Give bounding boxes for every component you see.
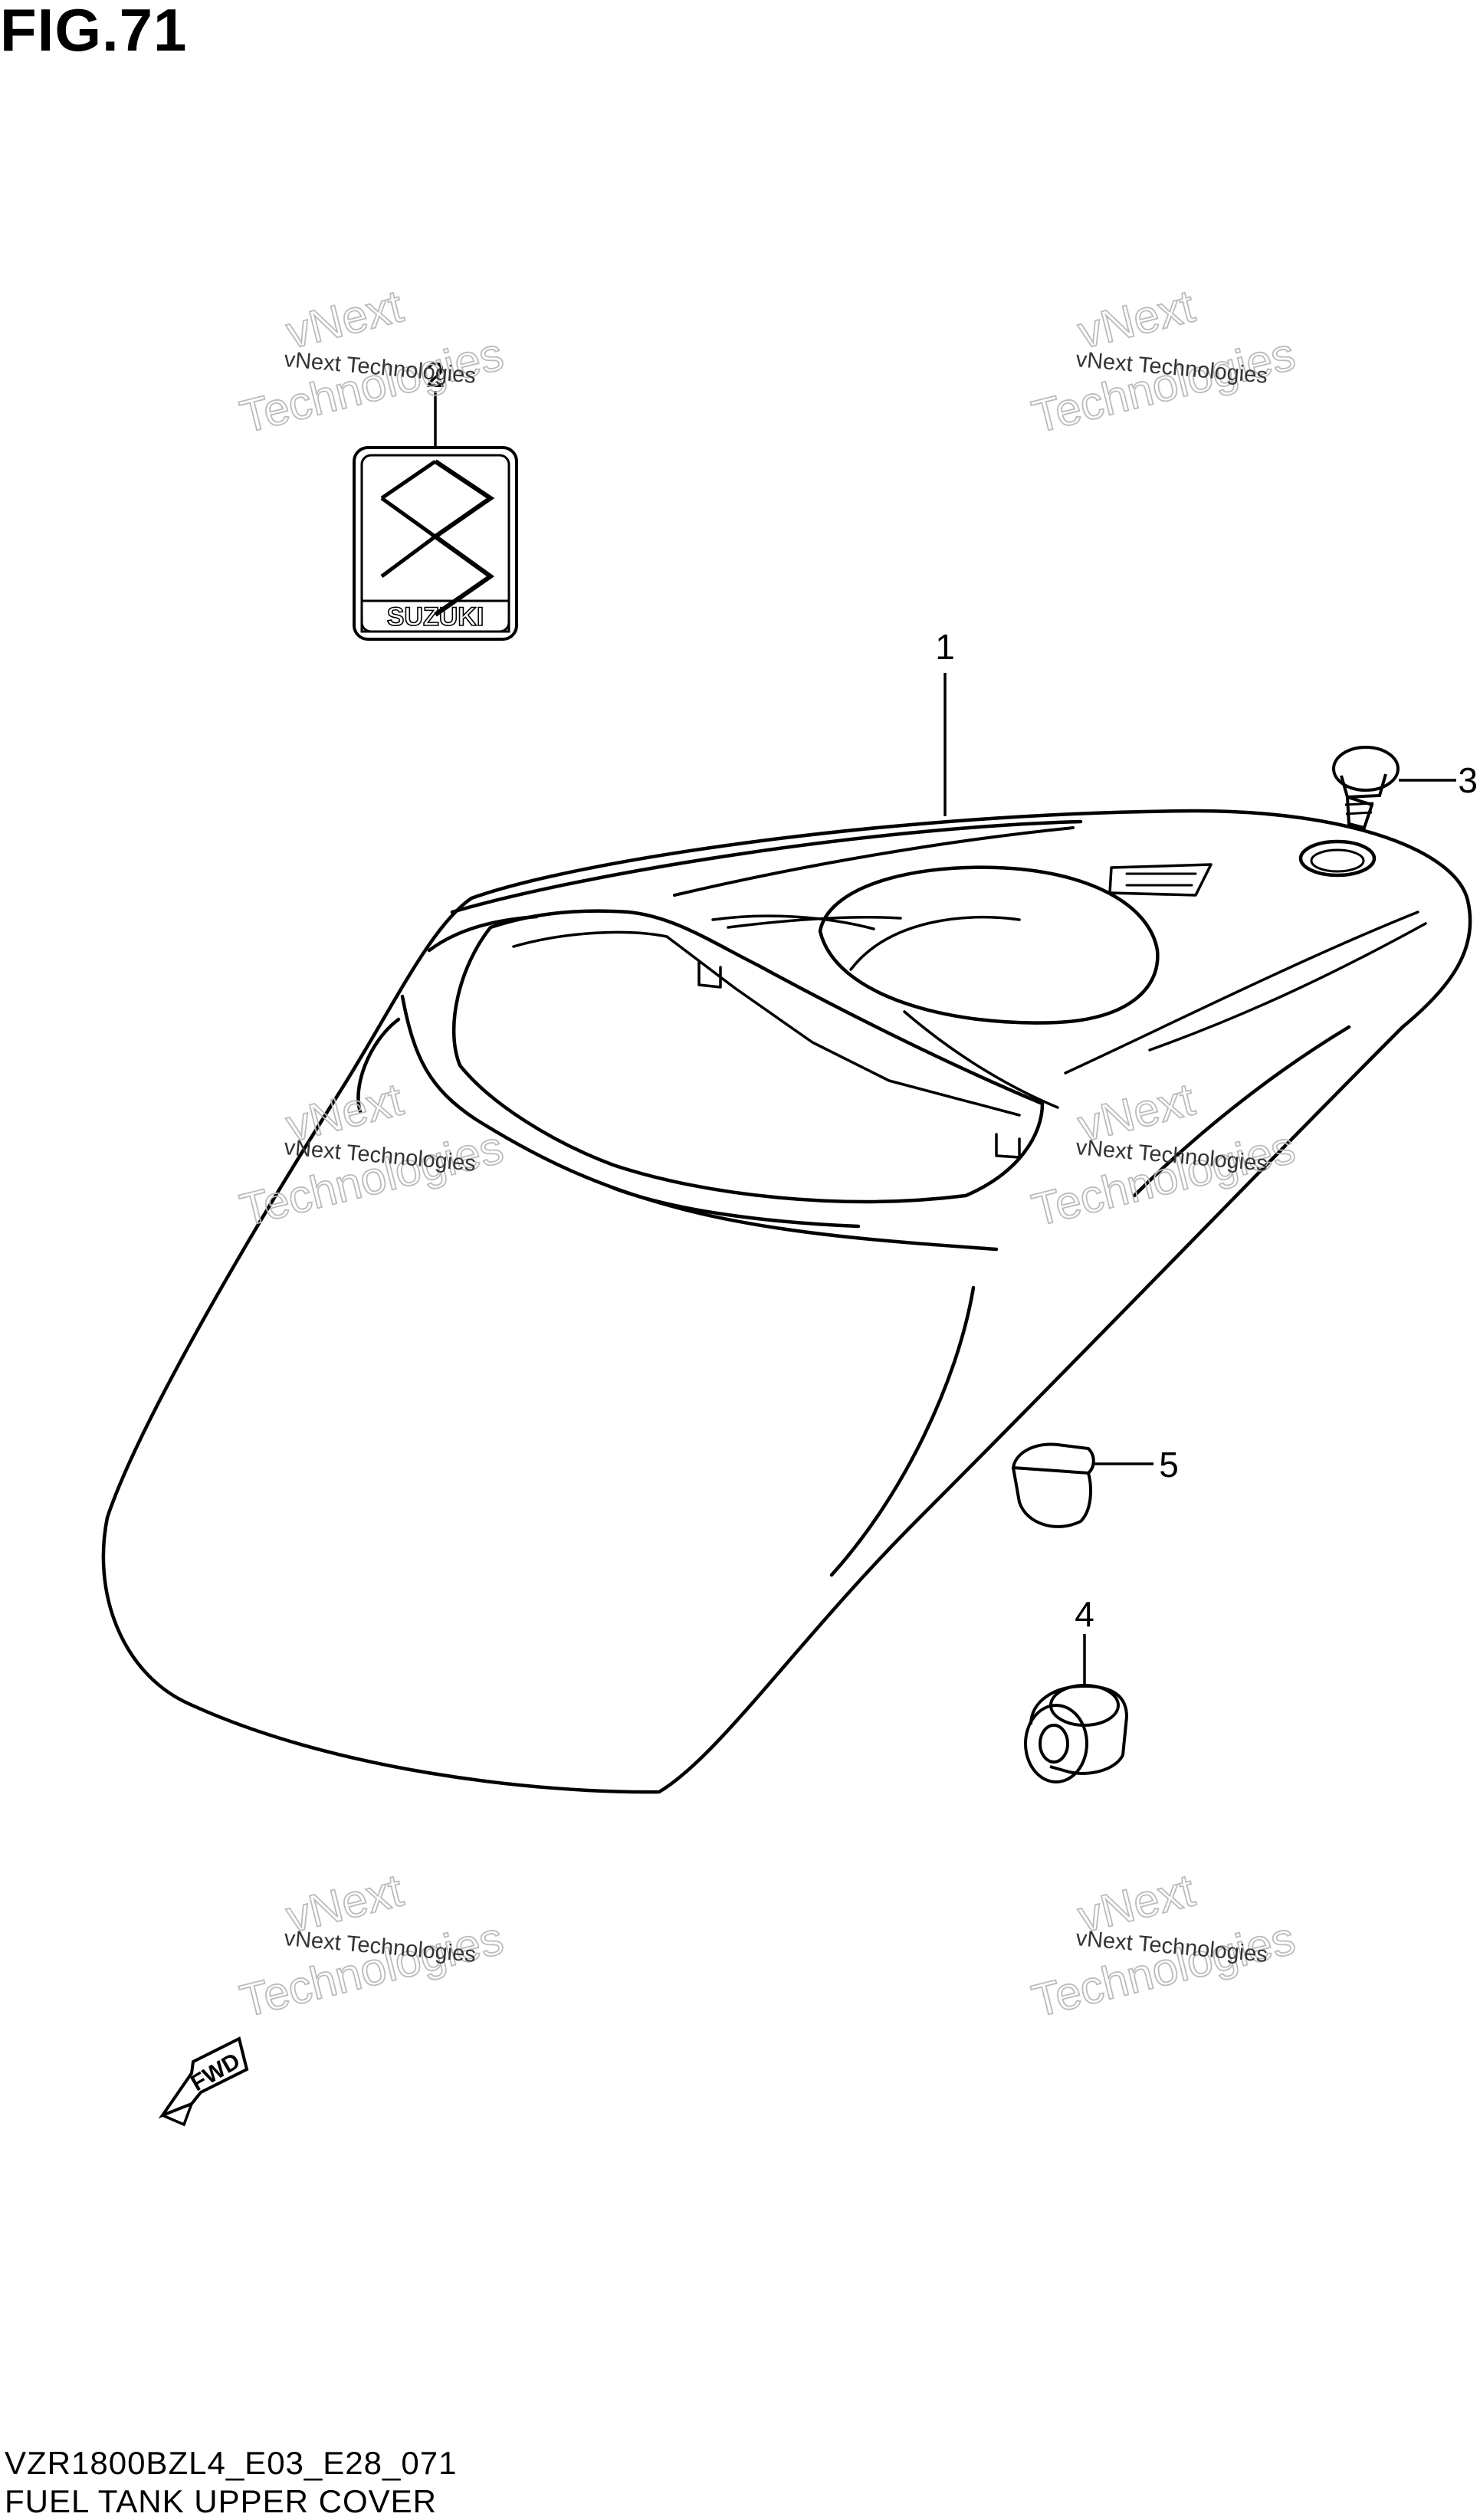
grommet-part-4 [1024,1684,1129,1783]
forward-direction-arrow [158,2036,249,2127]
svg-text:vNext: vNext [281,280,408,358]
watermark-mid-left: vNext Technologies vNext Technologies [235,1073,509,1237]
watermark-top-left: vNext Technologies vNext Technologies [235,280,509,444]
forward-arrow-label: FWD [186,2048,244,2096]
callout-part-2: 2 [425,355,445,395]
fuel-tank-upper-cover-part-1 [101,809,1472,1794]
diagram-caption: FUEL TANK UPPER COVER [5,2483,438,2519]
watermark-bottom-left: vNext Technologies vNext Technologies [235,1864,509,2028]
clip-part-5 [1011,1442,1095,1528]
svg-text:Technologies: Technologies [235,1912,508,2027]
svg-text:vNext: vNext [1073,280,1199,358]
emblem-badge-part-2 [353,446,518,641]
callout-part-1: 1 [935,627,955,667]
watermark-bottom-right: vNext Technologies vNext Technologies [1026,1864,1301,2028]
callout-part-5: 5 [1159,1445,1179,1485]
callout-part-3: 3 [1458,760,1478,800]
figure-title: FIG.71 [0,0,188,64]
svg-text:Technologies: Technologies [235,1121,508,1236]
svg-text:Technologies: Technologies [1027,1121,1300,1236]
watermark-mid-right: vNext Technologies vNext Technologies [1026,1073,1301,1237]
watermark-top-right: vNext Technologies vNext Technologies [1026,280,1301,444]
screw-part-3 [1332,746,1400,830]
emblem-brand-text: SUZUKI [387,602,484,632]
callout-part-4: 4 [1075,1594,1094,1634]
svg-text:Technologies: Technologies [1027,1912,1300,2027]
diagram-code: VZR1800BZL4_E03_E28_071 [5,2445,458,2481]
